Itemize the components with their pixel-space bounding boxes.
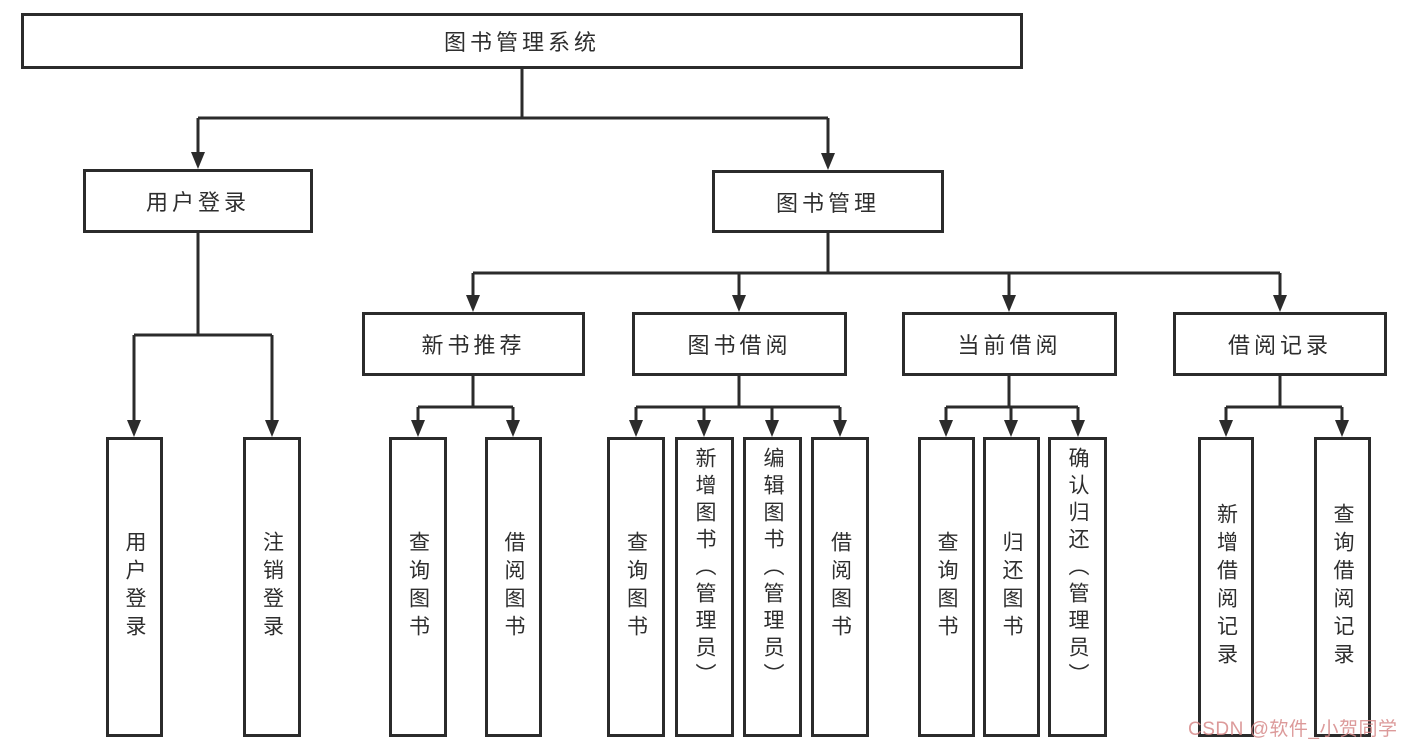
leaf-add-borrow-record: 新增借阅记录 — [1198, 437, 1254, 737]
leaf-label: 用户登录 — [123, 531, 147, 643]
arrow-down-icon — [191, 152, 205, 169]
leaf-label: 查询图书 — [624, 531, 648, 643]
leaf-label: 编辑图书（管理员） — [761, 447, 785, 690]
leaf-add-book-admin: 新增图书（管理员） — [675, 437, 734, 737]
arrow-down-icon — [697, 420, 711, 437]
arrow-down-icon — [732, 295, 746, 312]
connector-line — [132, 233, 274, 421]
connector-line — [471, 233, 1282, 296]
leaf-query-books-current: 查询图书 — [918, 437, 975, 737]
leaf-label: 查询借阅记录 — [1331, 503, 1355, 671]
arrow-down-icon — [1335, 420, 1349, 437]
connector-line — [196, 69, 830, 154]
arrow-down-icon — [1004, 420, 1018, 437]
leaf-logout: 注销登录 — [243, 437, 301, 737]
arrow-down-icon — [833, 420, 847, 437]
node-borrow-records: 借阅记录 — [1173, 312, 1387, 376]
arrow-down-icon — [265, 420, 279, 437]
leaf-user-login: 用户登录 — [106, 437, 163, 737]
leaf-query-books-borrow: 查询图书 — [607, 437, 665, 737]
arrow-down-icon — [411, 420, 425, 437]
node-new-book-recommend: 新书推荐 — [362, 312, 585, 376]
leaf-label: 归还图书 — [1000, 531, 1024, 643]
leaf-label: 查询图书 — [935, 531, 959, 643]
leaf-edit-book-admin: 编辑图书（管理员） — [743, 437, 802, 737]
arrow-down-icon — [506, 420, 520, 437]
connector-line — [416, 376, 515, 421]
node-user-login: 用户登录 — [83, 169, 313, 233]
leaf-return-book: 归还图书 — [983, 437, 1040, 737]
connector-line — [1224, 376, 1344, 421]
node-root: 图书管理系统 — [21, 13, 1023, 69]
arrow-down-icon — [466, 295, 480, 312]
leaf-label: 借阅图书 — [828, 531, 852, 643]
arrow-down-icon — [629, 420, 643, 437]
arrow-down-icon — [1071, 420, 1085, 437]
leaf-label: 借阅图书 — [502, 531, 526, 643]
node-book-management: 图书管理 — [712, 170, 944, 233]
leaf-borrow-books-borrow: 借阅图书 — [811, 437, 869, 737]
node-book-borrow: 图书借阅 — [632, 312, 847, 376]
leaf-label: 确认归还（管理员） — [1066, 447, 1090, 690]
arrow-down-icon — [821, 153, 835, 170]
leaf-confirm-return-admin: 确认归还（管理员） — [1048, 437, 1107, 737]
leaf-query-books-recommend: 查询图书 — [389, 437, 447, 737]
csdn-watermark: CSDN @软件_小贺同学 — [1188, 719, 1398, 740]
arrow-down-icon — [127, 420, 141, 437]
arrow-down-icon — [1219, 420, 1233, 437]
node-current-borrow: 当前借阅 — [902, 312, 1117, 376]
arrow-down-icon — [765, 420, 779, 437]
arrow-down-icon — [939, 420, 953, 437]
connector-line — [634, 376, 842, 421]
leaf-label: 新增借阅记录 — [1214, 503, 1238, 671]
connector-line — [944, 376, 1080, 421]
leaf-label: 新增图书（管理员） — [693, 447, 717, 690]
leaf-label: 查询图书 — [406, 531, 430, 643]
arrow-down-icon — [1273, 295, 1287, 312]
leaf-label: 注销登录 — [260, 531, 284, 643]
arrow-down-icon — [1002, 295, 1016, 312]
leaf-borrow-books-recommend: 借阅图书 — [485, 437, 542, 737]
leaf-query-borrow-record: 查询借阅记录 — [1314, 437, 1371, 737]
